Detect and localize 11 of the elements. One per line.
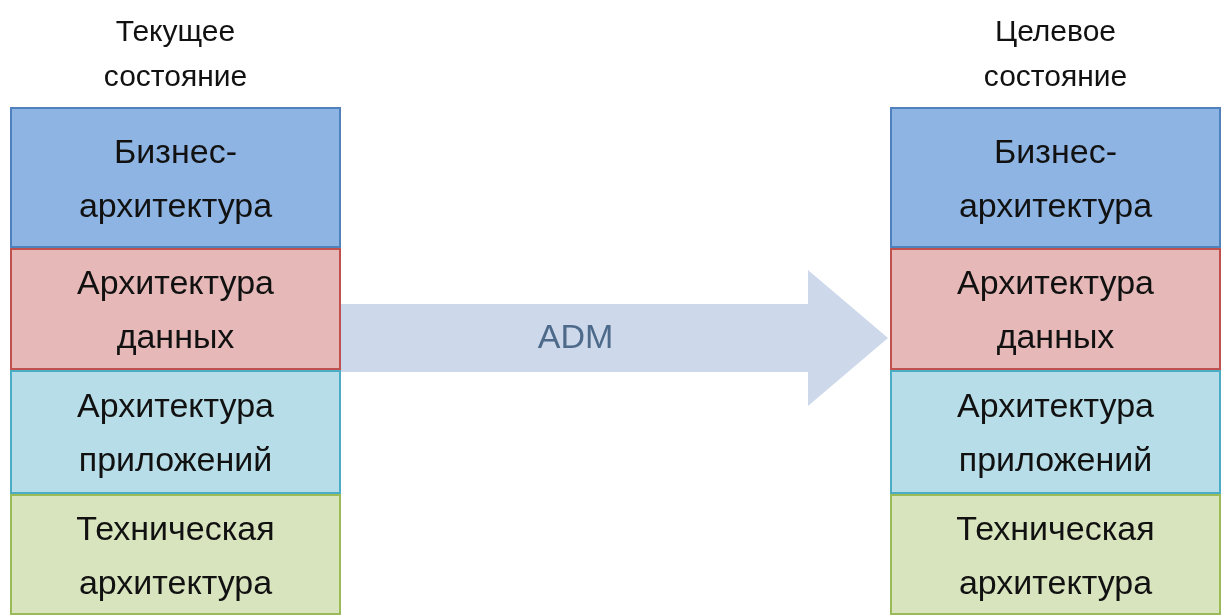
column-heading: Целевое состояние	[982, 13, 1129, 94]
architecture-layer-box: Бизнес-архитектура	[10, 107, 341, 248]
architecture-layer-box: Архитектура приложений	[10, 370, 341, 494]
architecture-layer-box: Архитектура данных	[10, 248, 341, 370]
architecture-layer-box: Техническая архитектура	[890, 494, 1221, 615]
architecture-layer-box: Архитектура приложений	[890, 370, 1221, 494]
block-arrow	[341, 270, 888, 406]
architecture-layer-box: Техническая архитектура	[10, 494, 341, 615]
column-heading: Текущее состояние	[102, 13, 249, 94]
architecture-layer-box: Архитектура данных	[890, 248, 1221, 370]
architecture-layer-box: Бизнес-архитектура	[890, 107, 1221, 248]
